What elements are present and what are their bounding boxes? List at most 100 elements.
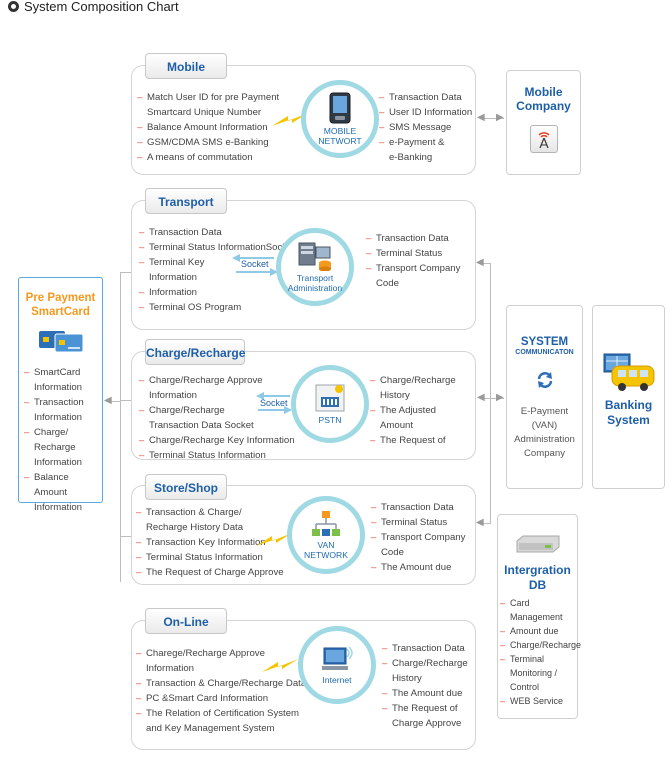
list-item: Charge/Recharge Approve	[139, 373, 295, 388]
list-item: e-Banking	[389, 152, 433, 163]
list-item: Card	[500, 596, 577, 610]
list-item: Balance	[24, 470, 102, 485]
list-item: Recharge	[34, 442, 76, 453]
list-item: Management	[510, 612, 563, 622]
online-left-list: Charege/Recharge Approve Information Tra…	[136, 646, 306, 736]
list-item: WEB Service	[500, 694, 577, 708]
computer-icon	[322, 646, 353, 670]
list-item: Transaction Data	[382, 641, 468, 656]
list-item: Code	[376, 278, 399, 289]
left-connector-vertical	[120, 272, 121, 582]
list-item: Transaction & Charge/Recharge Data	[136, 676, 306, 691]
mobile-right-list: Transaction Data User ID Information SMS…	[379, 90, 472, 165]
smartcard-icon	[38, 331, 83, 353]
tab-store-shop[interactable]: Store/Shop	[145, 474, 227, 500]
list-item: Charge/Recharge	[139, 403, 295, 418]
mobile-left-list: Match User ID for pre Payment Smartcard …	[137, 90, 279, 165]
mobile-company-title: Mobile Company	[516, 85, 571, 113]
list-item: Charege/Recharge Approve	[136, 646, 306, 661]
left-connector-transport	[120, 272, 132, 273]
list-item: History	[392, 673, 422, 684]
sync-icon	[537, 372, 552, 388]
left-connector-store	[120, 536, 132, 537]
integration-db-list: Card Management Amount due Charge/Rechar…	[500, 596, 581, 708]
list-item: Terminal OS Program	[139, 300, 295, 315]
hub-label: PSTN	[318, 415, 342, 425]
tab-transport[interactable]: Transport	[145, 188, 227, 214]
mobile-network-hub: MOBILE NETWORT	[301, 80, 379, 158]
hub-label: VAN NETWORK	[304, 540, 348, 560]
socket-label: Socket	[260, 398, 288, 408]
list-item: Amount due	[500, 624, 577, 638]
system-description: E-Payment (VAN) Administration Company	[514, 406, 575, 459]
hub-label: Internet	[322, 675, 352, 685]
list-item: Information	[149, 390, 197, 401]
arrow-left-icon: ◀	[104, 395, 112, 406]
list-item: Amount	[380, 420, 414, 431]
lightning-bolt-icon	[272, 113, 308, 126]
bus-icon	[603, 353, 654, 391]
list-item: e-Payment &	[379, 135, 472, 150]
list-item: Charge/Recharge	[382, 656, 468, 671]
system-communication-box: SYSTEM COMMUNICATON E-Payment (VAN) Admi…	[506, 305, 583, 489]
integration-db-title: Intergration DB	[504, 563, 571, 592]
tab-charge-recharge[interactable]: Charge/Recharge	[145, 339, 245, 365]
right-connector-transport	[478, 263, 491, 264]
list-item: Match User ID for pre Payment	[137, 90, 279, 105]
online-right-list: Transaction Data Charge/Recharge History…	[382, 641, 468, 731]
list-item: Information	[149, 272, 197, 283]
arrow-left-icon: ◀	[477, 112, 485, 123]
list-item: Smartcard Unique Number	[147, 107, 262, 118]
prepayment-title: Pre Payment SmartCard	[25, 292, 96, 318]
list-item: Code	[381, 547, 404, 558]
charge-right-list: Charge/Recharge History The Adjusted Amo…	[370, 373, 456, 448]
list-item: Charge/	[24, 425, 102, 440]
list-item: Terminal	[500, 652, 577, 666]
list-item: The Relation of Certification System	[136, 706, 306, 721]
list-item: Terminal Status	[371, 515, 465, 530]
right-connector-charge	[480, 398, 504, 399]
socket-arrows-icon	[256, 392, 292, 414]
server-rack-icon	[516, 535, 559, 553]
transport-left-list: Transaction Data Terminal Status Informa…	[139, 225, 295, 315]
antenna-icon	[529, 125, 558, 153]
store-left-list: Transaction & Charge/ Recharge History D…	[136, 505, 284, 580]
internet-hub: Internet	[298, 626, 376, 704]
right-connector-vertical	[490, 263, 491, 523]
integration-db-box: Intergration DB Card Management Amount d…	[497, 514, 581, 719]
arrow-right-icon: ▶	[496, 392, 504, 403]
left-connector-prepay	[106, 401, 120, 402]
prepayment-smartcard-box: Pre Payment SmartCard SmartCard Informat…	[18, 277, 103, 513]
hub-label: Transport Administration	[287, 273, 343, 293]
mobile-company-box: Mobile Company	[506, 70, 581, 175]
tab-mobile[interactable]: Mobile	[145, 53, 227, 79]
list-item: Terminal Status	[366, 246, 460, 261]
terminal-icon	[315, 384, 345, 412]
list-item: Information	[34, 457, 82, 468]
list-item: Transaction Key Information	[136, 535, 284, 550]
right-connector-store	[478, 523, 491, 524]
pstn-hub: PSTN	[291, 365, 369, 443]
socket-arrows-icon	[232, 254, 278, 276]
socket-label: Socket	[241, 259, 269, 269]
list-item: The Request of	[382, 701, 468, 716]
list-item: Information	[139, 285, 295, 300]
list-item: The Amount due	[382, 686, 468, 701]
system-title: SYSTEM	[520, 336, 569, 348]
list-item: Transport Company	[366, 261, 460, 276]
title-bullet-icon	[8, 1, 19, 12]
banking-title: Banking System	[604, 398, 653, 427]
list-item: Transaction	[24, 395, 102, 410]
list-item: and Key Management System	[146, 723, 275, 734]
list-item: SmartCard	[24, 365, 102, 380]
list-item: Information	[146, 663, 194, 674]
list-item: Terminal Status InformationSocket	[139, 240, 295, 255]
list-item: Balance Amount Information	[137, 120, 279, 135]
arrow-left-icon: ◀	[477, 392, 485, 403]
tab-on-line[interactable]: On-Line	[145, 608, 227, 634]
list-item: Amount	[34, 487, 68, 498]
list-item: Transaction Data	[366, 231, 460, 246]
transport-admin-hub: Transport Administration	[276, 228, 354, 306]
list-item: History	[380, 390, 410, 401]
store-right-list: Transaction Data Terminal Status Transpo…	[371, 500, 465, 575]
